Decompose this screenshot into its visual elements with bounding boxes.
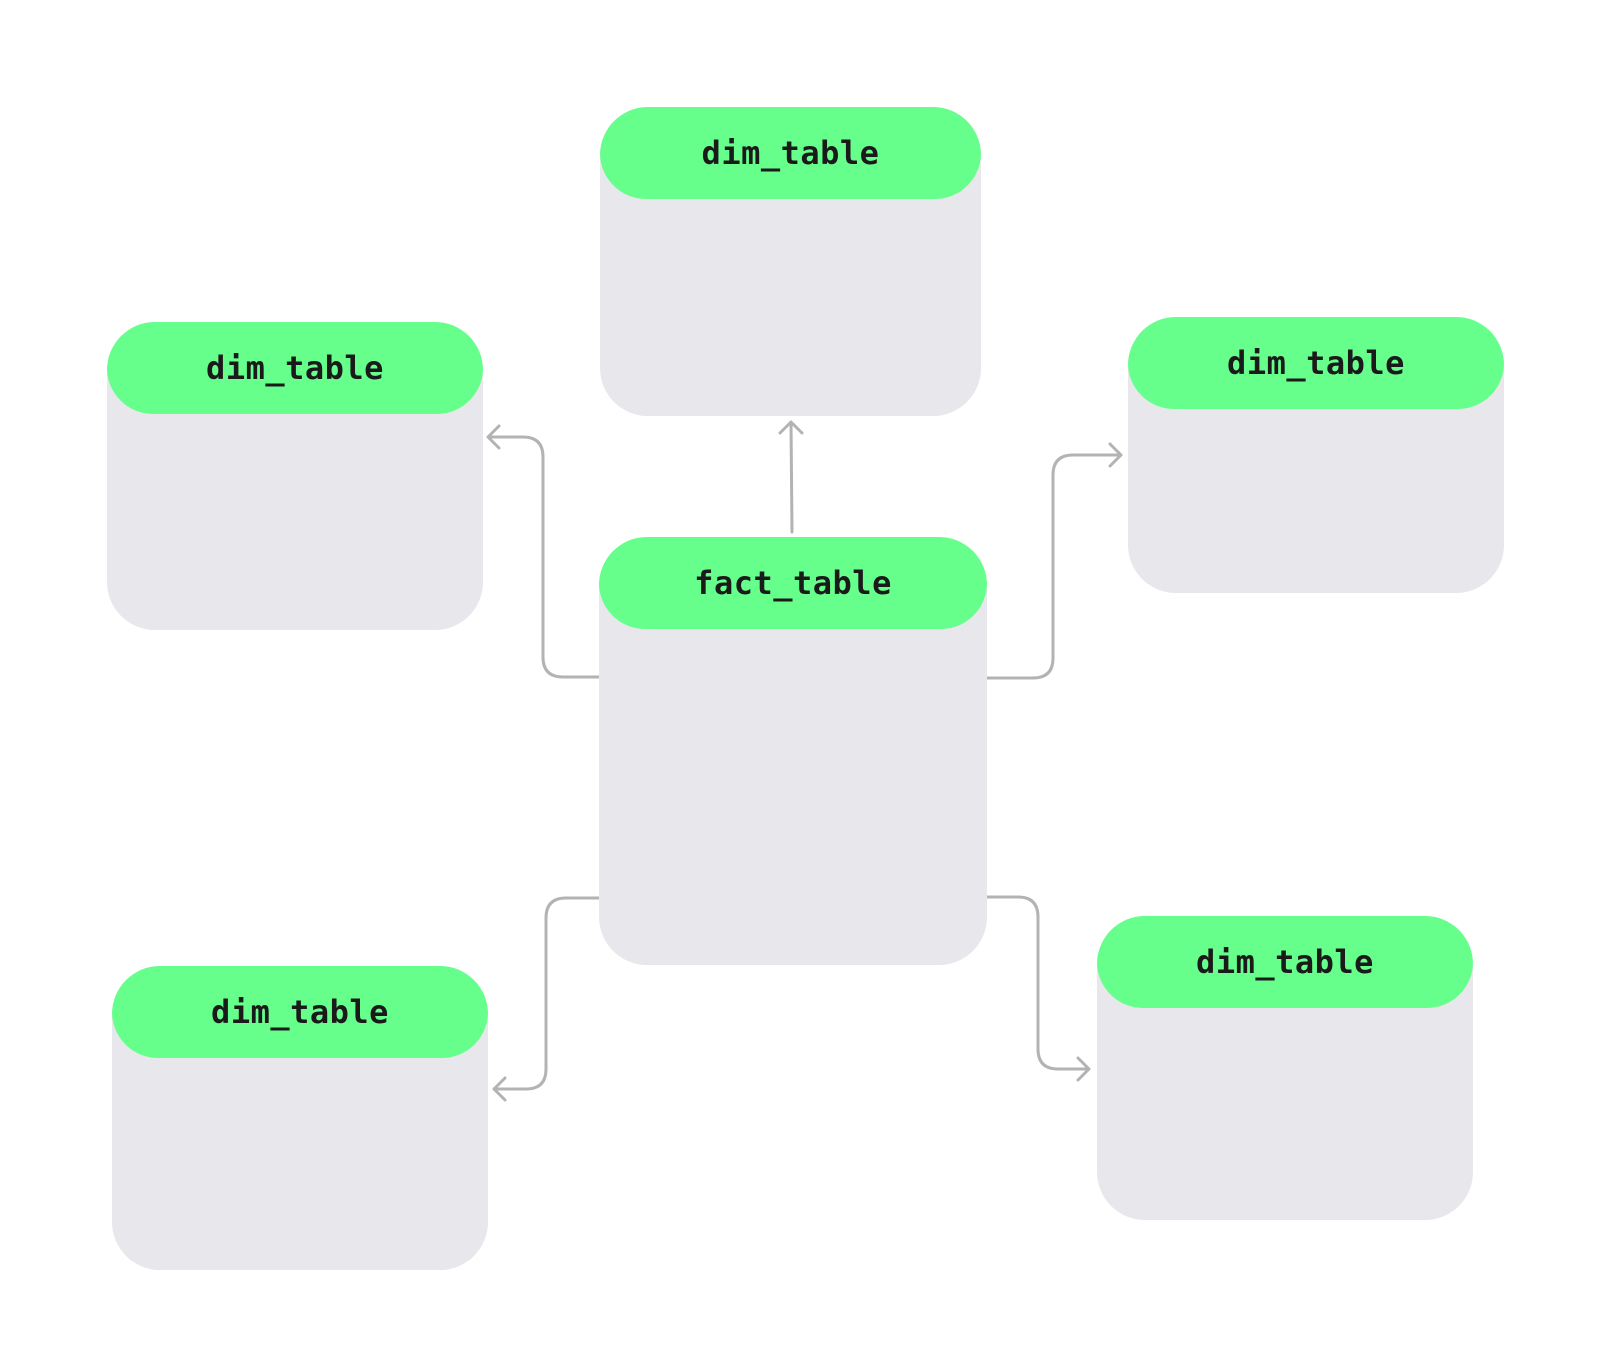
- dim-table-left[interactable]: dim_table: [107, 322, 483, 630]
- fact-table[interactable]: fact_table: [599, 537, 987, 965]
- dim-table-header: dim_table: [1097, 916, 1473, 1008]
- dim-table-label: dim_table: [1196, 943, 1374, 981]
- connector-fact-to-dim-right: [982, 442, 1123, 680]
- connector-fact-to-dim-top: [778, 420, 804, 534]
- dim-table-right[interactable]: dim_table: [1128, 317, 1504, 593]
- connector-fact-to-dim-bottom-left: [492, 896, 602, 1102]
- dim-table-header: dim_table: [1128, 317, 1504, 409]
- dim-table-label: dim_table: [211, 993, 389, 1031]
- dim-table-top[interactable]: dim_table: [600, 107, 981, 416]
- dim-table-bottom-left[interactable]: dim_table: [112, 966, 488, 1270]
- connector-fact-to-dim-bottom-right: [982, 895, 1091, 1082]
- connector-fact-to-dim-left: [486, 424, 602, 679]
- dim-table-label: dim_table: [701, 134, 880, 172]
- dim-table-header: dim_table: [600, 107, 981, 199]
- dim-table-label: dim_table: [206, 349, 384, 387]
- dim-table-header: dim_table: [112, 966, 488, 1058]
- dim-table-header: dim_table: [107, 322, 483, 414]
- dim-table-bottom-right[interactable]: dim_table: [1097, 916, 1473, 1220]
- fact-table-label: fact_table: [694, 564, 892, 602]
- fact-table-header: fact_table: [599, 537, 987, 629]
- dim-table-label: dim_table: [1227, 344, 1405, 382]
